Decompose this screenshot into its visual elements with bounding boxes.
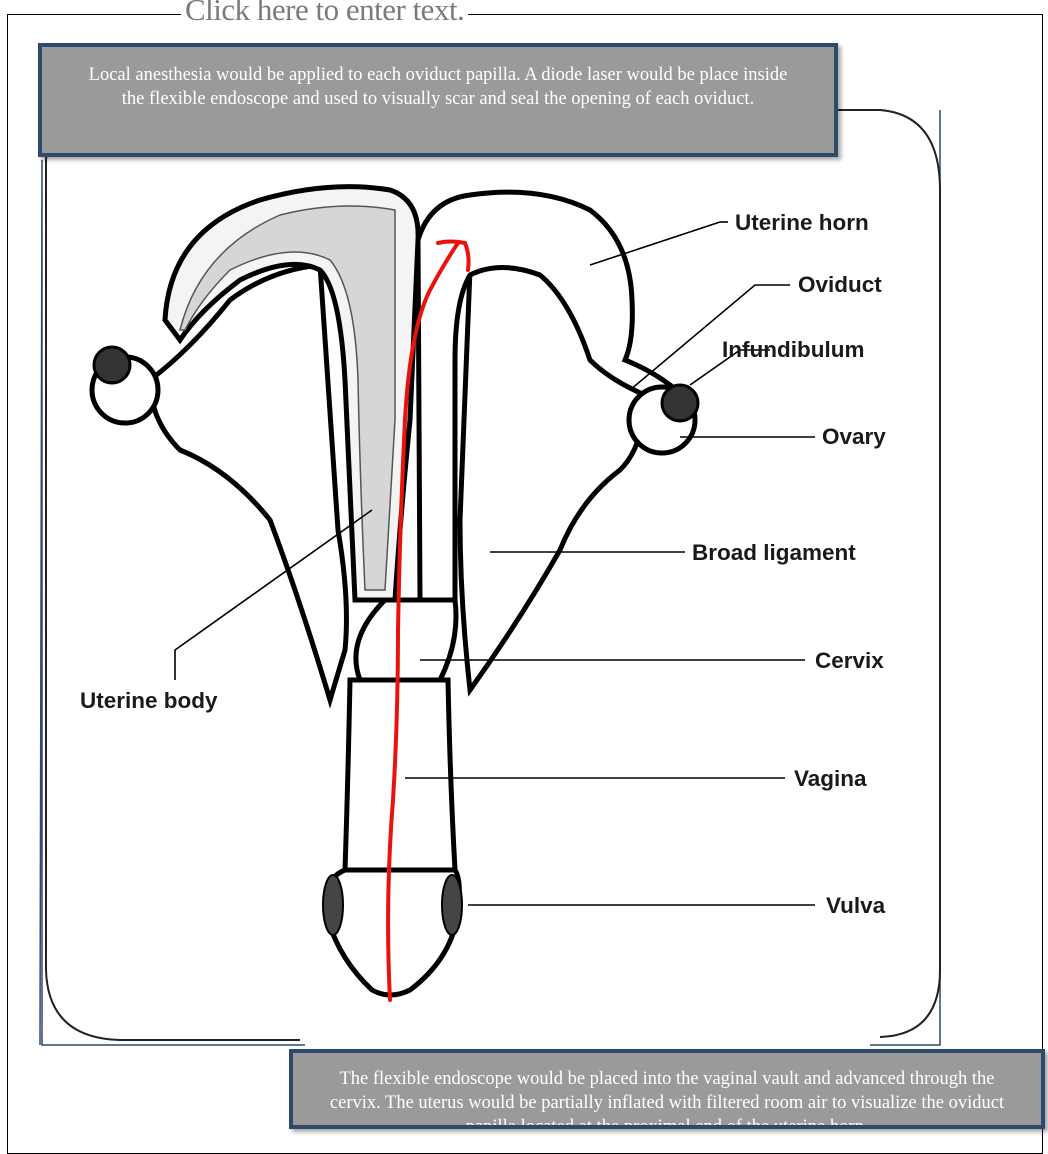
callout-endoscope-procedure: The flexible endoscope would be placed i…: [289, 1049, 1045, 1129]
infundibulum-left: [94, 347, 130, 383]
infundibulum-right: [662, 385, 698, 421]
cervix: [356, 600, 456, 680]
uterus-diagram: [0, 0, 1048, 1129]
label-uterine-body: Uterine body: [80, 688, 218, 714]
label-cervix: Cervix: [815, 648, 884, 674]
label-vagina: Vagina: [794, 766, 867, 792]
label-oviduct: Oviduct: [798, 272, 882, 298]
vulva-left-lip: [323, 875, 343, 935]
callout-bottom-text: The flexible endoscope would be placed i…: [330, 1069, 1004, 1129]
label-vulva: Vulva: [826, 893, 885, 919]
label-uterine-horn: Uterine horn: [735, 210, 869, 236]
vagina: [345, 680, 455, 870]
vulva-right-lip: [442, 875, 462, 935]
callout-top-text: Local anesthesia would be applied to eac…: [89, 65, 788, 109]
label-ovary: Ovary: [822, 424, 886, 450]
callout-anesthesia-laser: Local anesthesia would be applied to eac…: [38, 43, 838, 157]
label-broad-ligament: Broad ligament: [692, 540, 856, 566]
vulva: [326, 870, 459, 995]
label-infundibulum: Infundibulum: [722, 337, 864, 363]
